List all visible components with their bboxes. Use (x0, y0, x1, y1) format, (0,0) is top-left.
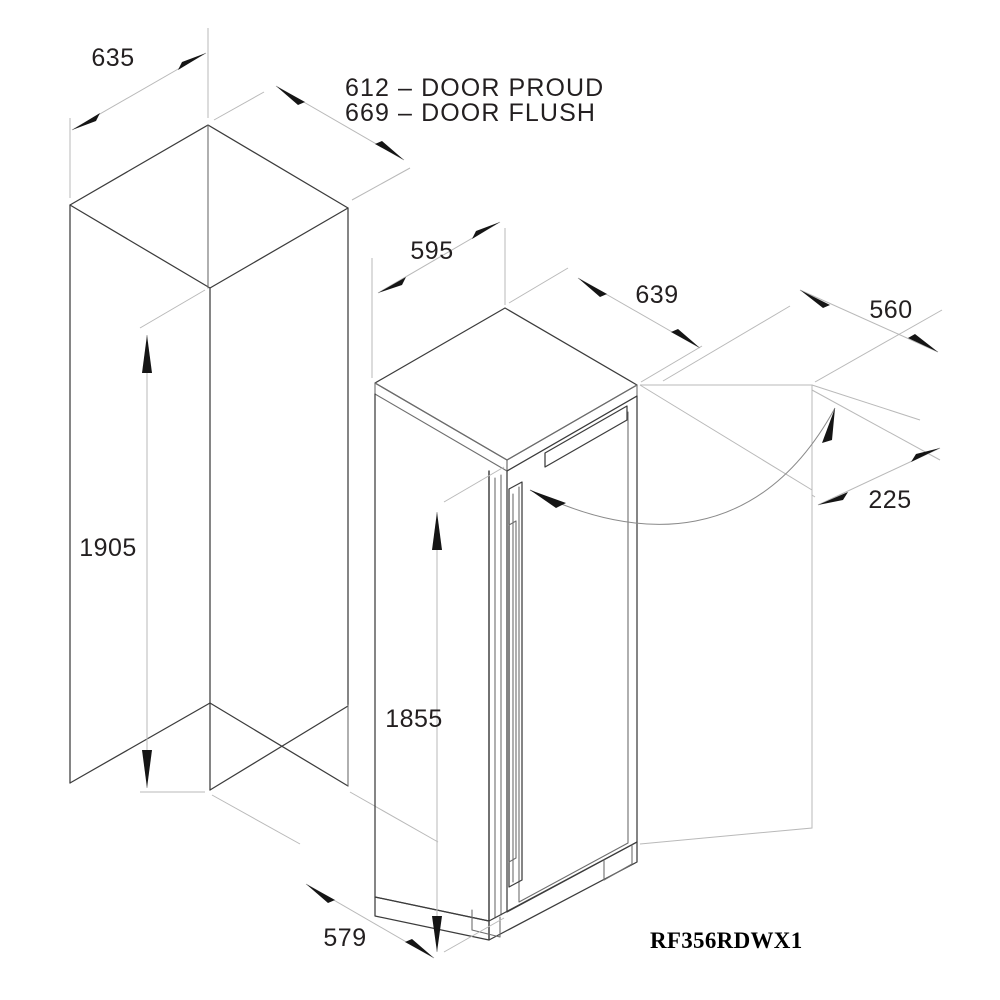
dim-639-ext-right (640, 345, 703, 383)
dim-1905-ext-top (139, 289, 206, 329)
dim-635-arrow-end (178, 53, 206, 70)
swing-plane-top-ray (811, 384, 921, 421)
dim-1855-ext-top (443, 466, 505, 503)
fridge-door-handle (508, 481, 523, 888)
dim-225-arrow-end (911, 448, 940, 462)
dimension-579: 579 (211, 791, 439, 959)
dim-639-arrow-start (578, 278, 607, 297)
dim-595-arrow-end (472, 222, 500, 239)
dimension-door-proud-flush: 612 – DOOR PROUD 669 – DOOR FLUSH (213, 74, 604, 201)
dimension-1905: 1905 (79, 289, 206, 793)
cabinet-niche-geometry (69, 124, 349, 791)
dim-639-arrow-end (671, 329, 700, 348)
dim-225-label: 225 (868, 486, 911, 514)
dim-1855-arrow-bottom (432, 916, 442, 952)
dim-1905-label: 1905 (79, 534, 137, 562)
dim-note-arrow-end (375, 141, 404, 160)
dim-1905-arrow-bottom (142, 750, 152, 788)
door-swing-arc (529, 407, 836, 525)
refrigerator-geometry (374, 307, 638, 941)
dim-225-arrow-start (818, 492, 848, 505)
note-door-proud: 612 – DOOR PROUD (345, 74, 604, 102)
fridge-door-handle-notch-bottom (508, 857, 517, 863)
fridge-plinth-front (488, 841, 638, 941)
dim-1855-arrow-top (432, 512, 442, 550)
door-swing-arrow-open (822, 408, 835, 443)
niche-floor-back-edge (209, 702, 349, 787)
dim-1855-ext-bottom (443, 917, 505, 953)
model-number-label: RF356RDWX1 (650, 928, 803, 953)
dim-1905-arrow-top (142, 335, 152, 373)
dim-639-label: 639 (635, 281, 678, 309)
dim-225-ext-lower (811, 494, 816, 498)
niche-floor-front-edge (209, 705, 349, 791)
fridge-foot-front (471, 909, 501, 938)
dim-635-arrow-start (72, 113, 100, 130)
dim-595-arrow-start (378, 277, 406, 293)
fridge-control-panel (544, 405, 628, 468)
dim-595-label: 595 (410, 237, 453, 265)
door-swing-arrow-closed (530, 490, 566, 508)
dimension-1855: 1855 (385, 466, 505, 953)
dimension-225: 225 (811, 389, 941, 514)
dim-579-label: 579 (323, 924, 366, 952)
dim-note-arrow-start (276, 86, 305, 105)
fridge-door-handle-notch-top (508, 520, 517, 526)
dim-579-ext-left (211, 794, 301, 845)
dimension-595: 595 (371, 221, 506, 378)
dim-560-line (799, 289, 939, 353)
dim-560-ext-left (662, 305, 791, 382)
dim-639-ext-left (508, 267, 569, 304)
dim-560-arrow-start (800, 290, 830, 308)
dim-579-arrow-end (405, 939, 434, 958)
dim-579-ext-right (349, 791, 439, 843)
niche-floor-left-edge (69, 702, 211, 784)
fridge-door-inner-outline (518, 411, 629, 903)
swing-plane-diagonal (639, 384, 813, 491)
dim-635-label: 635 (91, 44, 134, 72)
dim-560-arrow-end (908, 334, 938, 352)
dimension-639: 639 (508, 267, 703, 383)
fridge-foot-right (603, 844, 633, 881)
dim-note-ext-right (351, 167, 411, 201)
dimension-635: 635 (69, 28, 209, 198)
dim-note-ext-left (213, 91, 265, 121)
swing-plane-outline (639, 384, 813, 845)
dim-560-label: 560 (869, 296, 912, 324)
dim-560-ext-right (814, 309, 943, 383)
dim-1855-label: 1855 (385, 705, 443, 733)
dim-225-ext-upper (811, 389, 941, 461)
door-swing-construction (529, 384, 921, 845)
dim-579-arrow-start (306, 884, 335, 903)
note-door-flush: 669 – DOOR FLUSH (345, 99, 596, 127)
dimension-560: 560 (662, 289, 943, 383)
